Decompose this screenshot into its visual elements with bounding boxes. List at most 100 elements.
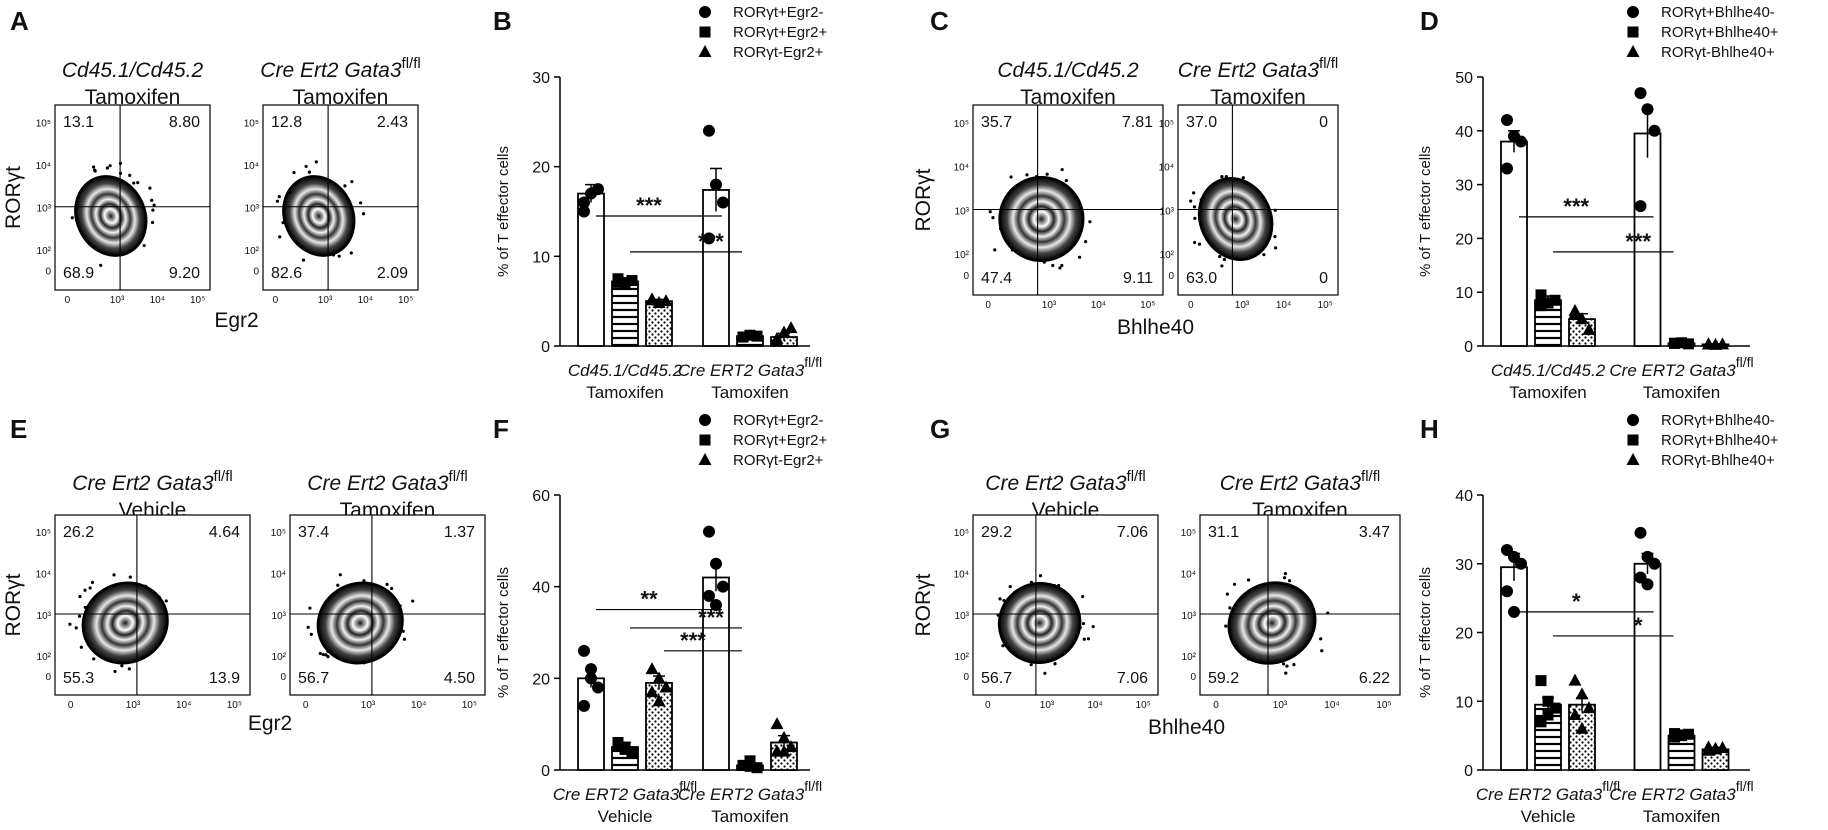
- x-tick-label: 10³: [1273, 700, 1288, 711]
- event-dot: [92, 657, 96, 661]
- data-point: [1669, 337, 1680, 349]
- data-point: [1535, 300, 1547, 312]
- A-x-axis-label: Egr2: [214, 309, 258, 332]
- y-tick-label: 40: [1455, 124, 1473, 141]
- E-left-population-contour: [81, 581, 169, 665]
- E-right-quadrant-upper-left: 37.4: [298, 524, 329, 541]
- E-x-axis-label: Egr2: [248, 712, 292, 735]
- legend-label: RORγt+Bhlhe40-: [1661, 412, 1775, 429]
- G-right-quadrant-lower-right: 6.22: [1359, 670, 1390, 687]
- event-dot: [148, 186, 152, 190]
- y-tick-label: 50: [1455, 70, 1473, 87]
- C-left-population-contour: [998, 175, 1085, 263]
- event-dot: [88, 586, 92, 590]
- E-right-quadrant-upper-right: 1.37: [444, 524, 475, 541]
- group-treatment-label: Vehicle: [1521, 807, 1576, 825]
- event-dot: [1001, 644, 1005, 648]
- y-tick-label: 30: [1455, 178, 1473, 195]
- data-point: [1501, 585, 1513, 598]
- group-genotype-label: Cre ERT2 Gata3fl/fl: [678, 354, 822, 380]
- data-point: [751, 762, 763, 774]
- data-point: [578, 205, 590, 218]
- event-dot: [1228, 606, 1232, 610]
- A-right-quadrant-lower-right: 2.09: [377, 265, 408, 282]
- y-tick-label: 10⁵: [954, 528, 969, 539]
- data-point: [703, 589, 715, 602]
- group-treatment-label: Tamoxifen: [711, 383, 788, 402]
- y-tick-label: 10³: [37, 204, 52, 215]
- x-tick-label: 10³: [110, 295, 125, 306]
- event-dot: [318, 651, 322, 656]
- C-right-outlier-dots: [1189, 175, 1278, 268]
- event-dot: [275, 199, 280, 203]
- data-point: [737, 331, 749, 343]
- y-tick-label: 10²: [955, 250, 970, 261]
- event-dot: [300, 178, 304, 182]
- x-tick-label: 10⁴: [411, 700, 426, 711]
- G-right-quadrant-lower-left: 59.2: [1208, 670, 1239, 687]
- legend-marker: [698, 45, 712, 57]
- x-tick-label: 10³: [361, 700, 376, 711]
- event-dot: [1225, 592, 1229, 596]
- bar: [1633, 562, 1662, 771]
- event-dot: [1025, 173, 1029, 177]
- event-dot: [1002, 599, 1006, 603]
- data-point: [1575, 312, 1589, 325]
- data-point: [1515, 557, 1527, 570]
- data-point: [717, 196, 729, 209]
- x-tick-label: 0: [65, 295, 71, 306]
- event-dot: [112, 573, 116, 577]
- event-dot: [108, 164, 112, 168]
- event-dot: [90, 580, 95, 584]
- group-treatment-label: Tamoxifen: [1643, 807, 1720, 825]
- y-tick-label: 10³: [272, 611, 287, 622]
- event-dot: [1038, 574, 1043, 578]
- E-left-quadrant-lower-left: 55.3: [63, 670, 94, 687]
- y-tick-label: 40: [532, 580, 550, 597]
- data-point: [1575, 687, 1589, 700]
- event-dot: [349, 251, 353, 255]
- event-dot: [99, 263, 103, 267]
- event-dot: [1292, 663, 1296, 667]
- event-dot: [385, 582, 389, 586]
- E-left-quadrant-upper-left: 26.2: [63, 524, 94, 541]
- event-dot: [1282, 662, 1286, 666]
- event-dot: [288, 190, 292, 195]
- G-right-population-contour: [1227, 581, 1317, 665]
- event-dot: [1287, 579, 1292, 583]
- data-point: [612, 276, 624, 288]
- event-dot: [411, 599, 415, 603]
- data-point: [619, 277, 631, 289]
- E-right-genotype-title: Cre Ert2 Gata3fl/fl: [307, 468, 467, 495]
- group-genotype-label: Cd45.1/Cd45.2: [568, 361, 683, 380]
- y-tick-label: 10⁴: [1181, 569, 1196, 580]
- significance-label: ***: [1625, 229, 1651, 254]
- E-left-quadrant-lower-right: 13.9: [209, 670, 240, 687]
- event-dot: [278, 235, 282, 239]
- event-dot: [1224, 624, 1228, 628]
- C-y-axis-label: RORγt: [912, 168, 935, 231]
- event-dot: [998, 227, 1003, 231]
- event-dot: [326, 655, 330, 659]
- x-tick-label: 0: [68, 700, 74, 711]
- data-point: [592, 681, 604, 694]
- event-dot: [1284, 671, 1288, 675]
- significance-label: **: [640, 587, 658, 612]
- event-dot: [78, 594, 82, 599]
- x-tick-label: 10⁴: [1276, 300, 1291, 311]
- data-point: [703, 124, 715, 137]
- y-tick-label: 10⁴: [244, 161, 259, 172]
- A-left-population-contour: [74, 175, 148, 257]
- G-y-axis-label: RORγt: [912, 573, 935, 636]
- x-tick-label: 10⁵: [1140, 300, 1155, 311]
- bar: [645, 300, 673, 347]
- event-dot: [361, 212, 366, 216]
- bar: [577, 677, 605, 771]
- significance-label: *: [1634, 613, 1643, 638]
- event-dot: [83, 605, 87, 610]
- x-tick-label: 0: [985, 300, 991, 311]
- event-dot: [309, 632, 313, 636]
- y-tick-label: 10⁴: [36, 569, 51, 580]
